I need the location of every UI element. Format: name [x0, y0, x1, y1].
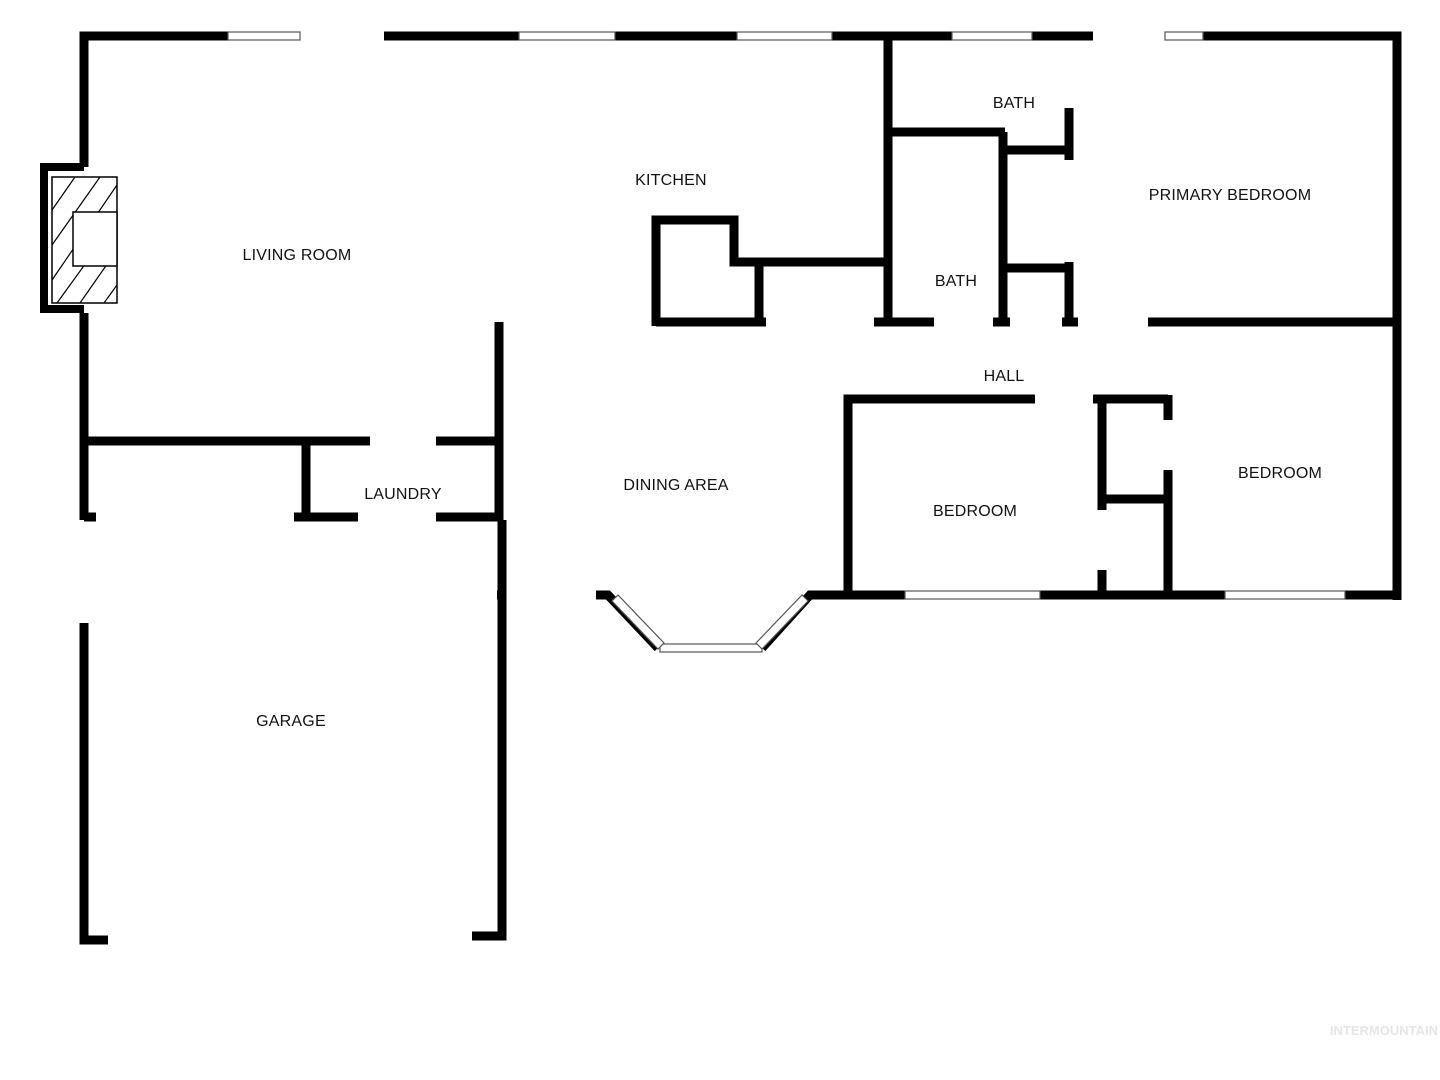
- windows: [227, 31, 1346, 653]
- room-label-dining-area: DINING AREA: [623, 477, 728, 494]
- room-label-hall: HALL: [984, 368, 1025, 385]
- room-label-bedroom-center: BEDROOM: [933, 503, 1017, 520]
- watermark: INTERMOUNTAIN: [1330, 1023, 1438, 1038]
- room-label-laundry: LAUNDRY: [364, 486, 442, 503]
- fireplace: [40, 163, 118, 313]
- room-label-kitchen: KITCHEN: [635, 172, 707, 189]
- room-label-garage: GARAGE: [256, 713, 326, 730]
- walls: [79, 31, 1402, 945]
- room-label-bedroom-right: BEDROOM: [1238, 465, 1322, 482]
- room-label-living-room: LIVING ROOM: [243, 247, 352, 264]
- room-label-bath-upper: BATH: [993, 95, 1035, 112]
- room-label-bath-lower: BATH: [935, 273, 977, 290]
- room-label-primary-bedroom: PRIMARY BEDROOM: [1149, 187, 1311, 204]
